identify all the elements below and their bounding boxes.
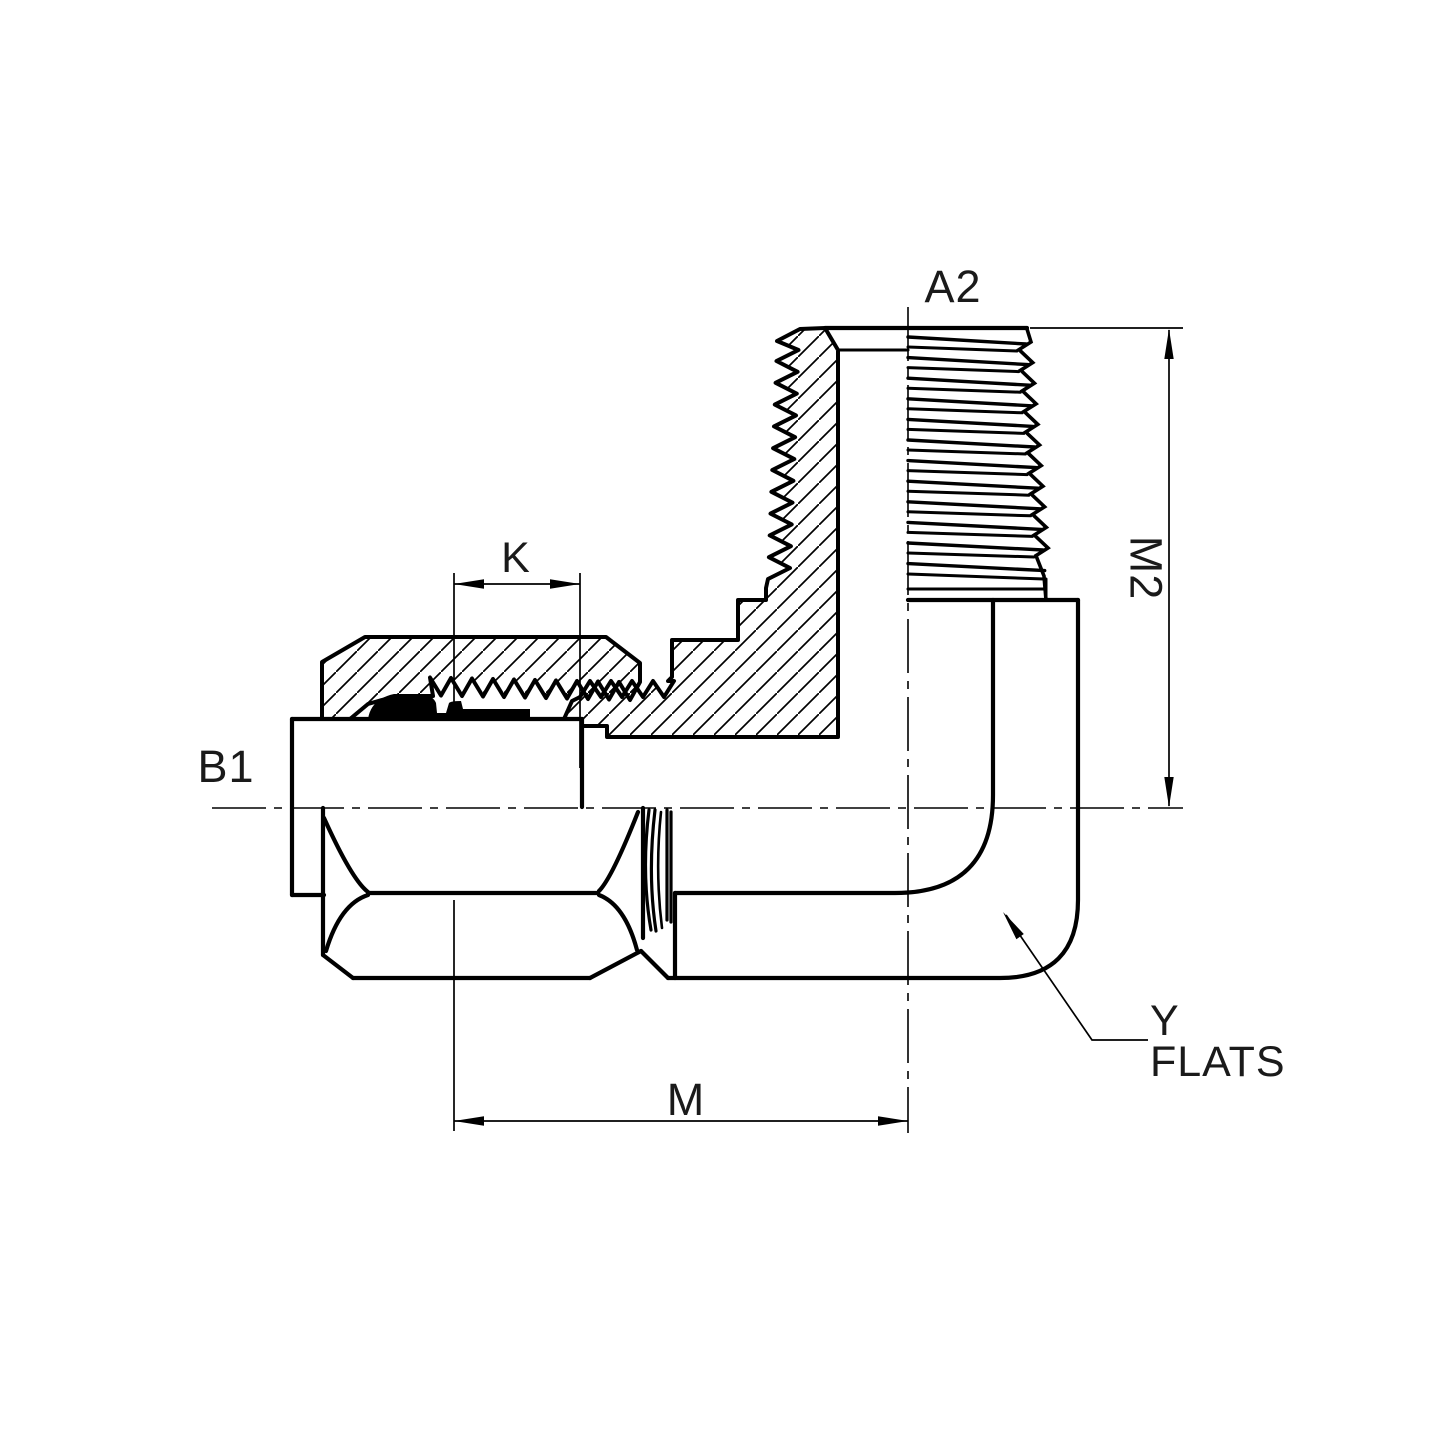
- k-arrow-left: [454, 579, 484, 589]
- label-k: K: [501, 534, 531, 582]
- npt-external-thread: [906, 327, 1051, 602]
- thread-crest-line: [906, 458, 1038, 470]
- thread-crest-line: [906, 510, 1033, 518]
- m2-arrow-up: [1164, 329, 1174, 359]
- thread-crest-line: [906, 335, 1028, 346]
- elbow-exterior: [665, 572, 1081, 981]
- m-arrow-left: [454, 1116, 484, 1126]
- thread-edge-sawtooth: [1016, 327, 1051, 602]
- leader-arrowhead: [1003, 912, 1024, 940]
- thread-crest-line: [906, 376, 1032, 387]
- thread-crest-line: [906, 366, 1021, 374]
- exposed-thread-view: [638, 808, 673, 981]
- y-flats-leader: [1003, 912, 1148, 1041]
- dimension-arrowheads: [454, 329, 1174, 1126]
- hex-right-arc-lower: [596, 892, 640, 953]
- label-m: M: [667, 1074, 706, 1125]
- tube-nut-section: [320, 635, 642, 721]
- thread-crest-line: [906, 469, 1029, 477]
- thread-crest-line: [906, 438, 1037, 449]
- thread-crest-line: [906, 530, 1034, 538]
- thread-tail-1: [643, 808, 653, 932]
- thread-crest-line: [906, 407, 1024, 415]
- leg-inner-profile: [672, 597, 996, 896]
- thread-crest-line: [906, 345, 1019, 353]
- thread-crest-line: [906, 355, 1030, 367]
- thread-crest-line: [906, 500, 1042, 511]
- hex-right-arc-upper: [596, 809, 641, 894]
- label-a2: A2: [924, 261, 981, 312]
- thread-crest-line: [906, 489, 1031, 497]
- sectioned-parts: [320, 326, 840, 739]
- thread-crest-line: [906, 551, 1036, 559]
- hex-left-arc-lower: [323, 892, 371, 954]
- label-m2: M2: [1121, 536, 1172, 601]
- thread-crest-line: [906, 386, 1022, 394]
- dimension-m2: [1030, 327, 1183, 806]
- hex-left-arc-upper: [321, 815, 371, 895]
- m2-arrow-down: [1164, 777, 1174, 807]
- label-y: Y: [1150, 997, 1180, 1045]
- hex-bottom-left-diag: [320, 952, 356, 981]
- npt-stem-top: [822, 325, 1030, 352]
- ferrule-set: [368, 694, 530, 719]
- thread-crest-line: [906, 479, 1040, 490]
- tube: [289, 716, 585, 898]
- dimension-m: [453, 900, 908, 1131]
- thread-crest-line: [906, 397, 1033, 408]
- thread-crest-line: [906, 561, 1047, 573]
- thread-crest-line: [906, 448, 1027, 456]
- thread-runout-line-1: [906, 572, 1046, 581]
- thread-crest-line: [906, 417, 1035, 429]
- leg-outer-profile: [665, 597, 1081, 981]
- thread-crest-line: [906, 520, 1044, 532]
- body-bottom-diag: [638, 948, 671, 981]
- thread-tail-3: [656, 810, 664, 930]
- centerlines: [212, 307, 1183, 1133]
- m-arrow-right: [878, 1116, 908, 1126]
- nut-hex-view: [320, 805, 646, 981]
- label-flats: FLATS: [1150, 1038, 1286, 1086]
- k-arrow-right: [550, 579, 580, 589]
- thread-crest-line: [906, 427, 1026, 435]
- hex-bottom-right-diag: [587, 948, 644, 981]
- thread-tail-2: [649, 808, 658, 933]
- thread-crest-line: [906, 541, 1045, 552]
- label-b1: B1: [197, 741, 254, 792]
